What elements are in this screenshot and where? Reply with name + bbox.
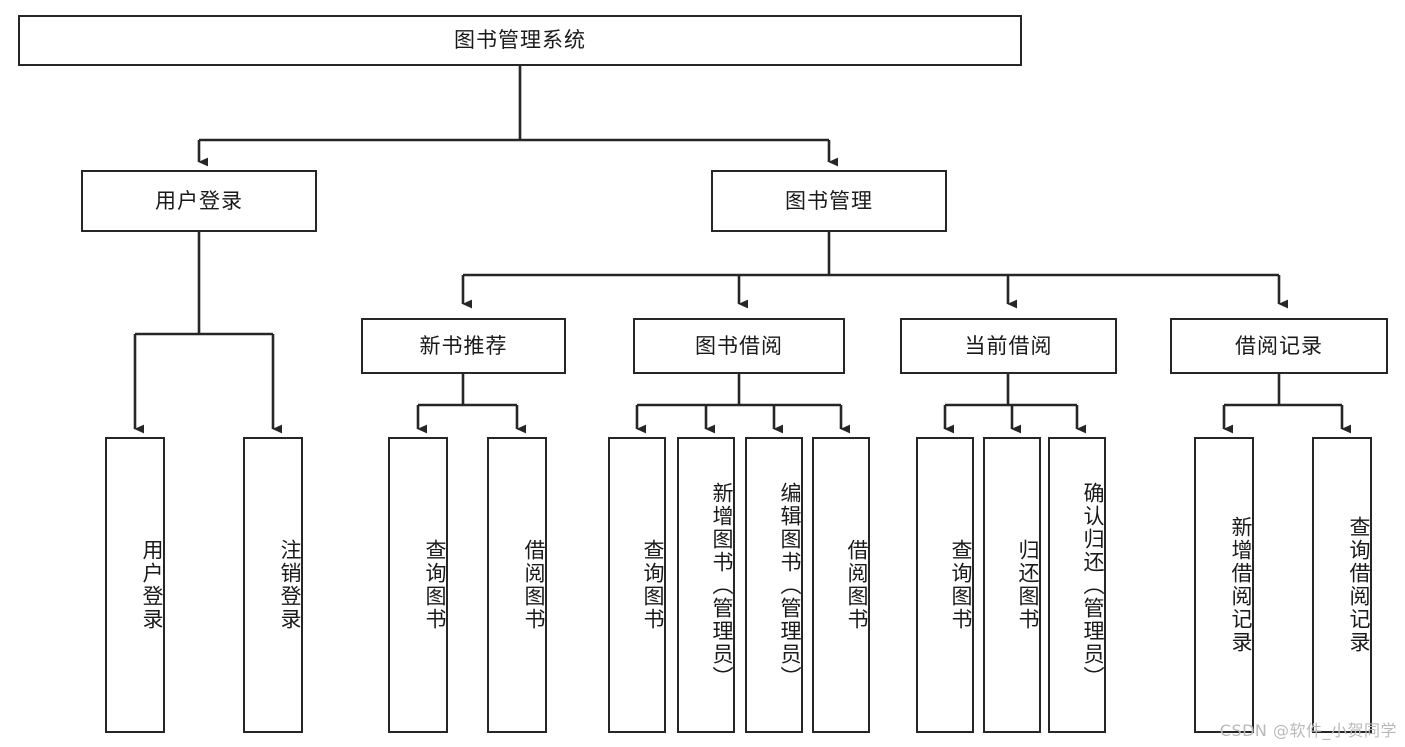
leaf-current-query-book[interactable]: 查询图书 [916,437,974,733]
node-label: 查询图书 [423,539,447,631]
node-label: 查询图书 [641,539,665,631]
node-label: 新书推荐 [419,333,508,358]
leaf-borrow-query-book[interactable]: 查询图书 [608,437,666,733]
node-label: 查询借阅记录 [1347,516,1371,654]
node-root-system[interactable]: 图书管理系统 [18,15,1022,66]
node-label: 注销登录 [278,539,302,631]
leaf-current-confirm-return-admin[interactable]: 确认归还（管理员） [1048,437,1106,733]
leaf-record-query-borrow-record[interactable]: 查询借阅记录 [1312,437,1372,733]
node-label: 确认归还（管理员） [1081,481,1105,689]
node-label: 借阅图书 [522,539,546,631]
node-label: 用户登录 [155,188,243,213]
node-label: 编辑图书（管理员） [778,481,802,689]
node-label: 新增借阅记录 [1229,516,1253,654]
leaf-recommend-borrow-book[interactable]: 借阅图书 [487,437,547,733]
node-label: 用户登录 [140,539,164,631]
node-book-management[interactable]: 图书管理 [711,170,947,232]
node-label: 当前借阅 [964,333,1053,358]
node-current-borrow[interactable]: 当前借阅 [900,318,1117,374]
leaf-borrow-add-book-admin[interactable]: 新增图书（管理员） [677,437,735,733]
node-label: 图书借阅 [695,333,783,358]
node-user-login[interactable]: 用户登录 [81,170,317,232]
node-label: 归还图书 [1016,539,1040,631]
node-borrow-record[interactable]: 借阅记录 [1170,318,1388,374]
node-label: 借阅图书 [845,539,869,631]
leaf-recommend-query-book[interactable]: 查询图书 [388,437,448,733]
node-label: 图书管理 [785,188,873,213]
csdn-watermark: CSDN @软件_小贺同学 [1219,721,1397,740]
node-label: 图书管理系统 [454,28,586,52]
node-new-book-recommend[interactable]: 新书推荐 [361,318,566,374]
leaf-user-login[interactable]: 用户登录 [105,437,165,733]
node-label: 新增图书（管理员） [710,481,734,689]
leaf-borrow-edit-book-admin[interactable]: 编辑图书（管理员） [745,437,803,733]
leaf-current-return-book[interactable]: 归还图书 [983,437,1041,733]
node-book-borrow[interactable]: 图书借阅 [633,318,845,374]
node-label: 借阅记录 [1235,333,1323,358]
leaf-user-logout[interactable]: 注销登录 [243,437,303,733]
node-label: 查询图书 [949,539,973,631]
leaf-record-add-borrow-record[interactable]: 新增借阅记录 [1194,437,1254,733]
leaf-borrow-borrow-book[interactable]: 借阅图书 [812,437,870,733]
